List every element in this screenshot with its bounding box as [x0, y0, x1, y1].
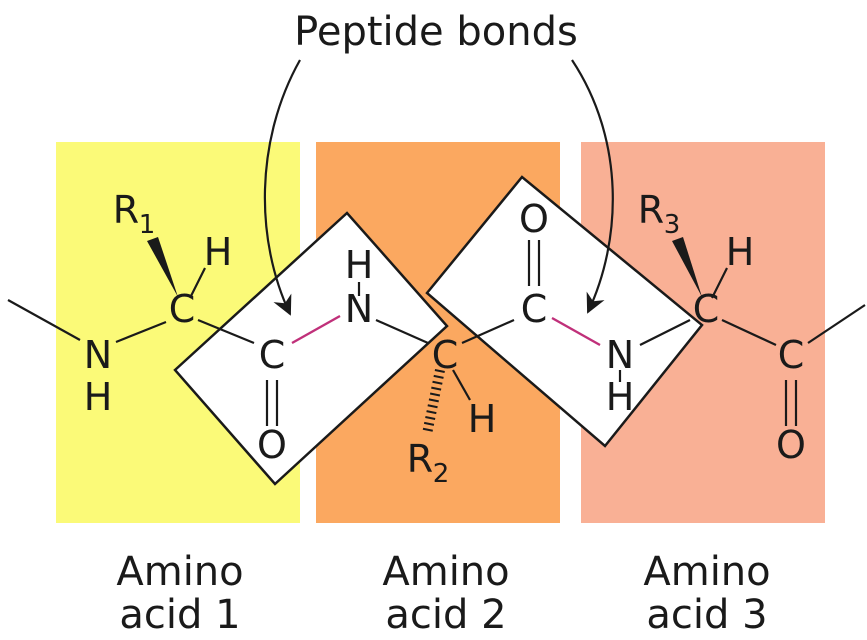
atom-r1: R: [113, 188, 139, 232]
atom-n3: N: [606, 333, 634, 377]
bond-ca3-h: [711, 267, 728, 299]
caption-amino-acid-3-line2: acid 3: [646, 592, 767, 638]
bond-n1-ca1: [115, 320, 167, 344]
diagram-title: Peptide bonds: [294, 9, 578, 55]
atom-c2-o: O: [519, 197, 549, 241]
caption-amino-acid-2-line2: acid 2: [385, 592, 506, 638]
arrow-to-peptide-bond-1: [263, 59, 301, 316]
atom-r2: R: [407, 437, 433, 481]
caption-amino-acid-3-line1: Amino: [643, 549, 770, 595]
atom-ca2-h: H: [468, 397, 497, 441]
atom-c3: C: [778, 333, 805, 377]
bond-ca2-c2: [461, 318, 515, 345]
bond-ca2-h: [452, 369, 471, 401]
atom-n2: N: [345, 287, 373, 331]
caption-amino-acid-1-line2: acid 1: [119, 592, 240, 638]
atom-c1-o: O: [257, 423, 287, 467]
bond-ca3-c3: [721, 319, 777, 346]
atom-n2-h: H: [345, 243, 374, 287]
atom-c1: C: [259, 333, 286, 377]
peptide-bond-2: [551, 316, 601, 347]
atom-ca2: C: [432, 333, 459, 377]
atom-n1: N: [84, 333, 112, 377]
atom-n1-h: H: [84, 375, 113, 419]
peptide-plane-2: [425, 175, 704, 448]
atom-ca1: C: [169, 287, 196, 331]
atom-r2-subscript: 2: [433, 459, 450, 489]
arrow-to-peptide-bond-2: [571, 59, 614, 314]
bond-n2-ca2: [375, 318, 429, 345]
hashed-bond-r2: [422, 369, 445, 435]
atom-c2: C: [521, 287, 548, 331]
atom-ca3: C: [693, 287, 720, 331]
bond-n3-ca3: [639, 319, 691, 346]
bond-left-terminus: [7, 299, 81, 341]
peptide-bond-1: [291, 314, 341, 345]
bond-ca1-c1: [197, 318, 255, 345]
atom-r1-subscript: 1: [139, 210, 156, 240]
atom-n3-h: H: [606, 375, 635, 419]
atom-c3-o: O: [776, 423, 806, 467]
atom-r3-subscript: 3: [664, 210, 681, 240]
atom-ca3-h: H: [726, 230, 755, 274]
caption-amino-acid-1-line1: Amino: [116, 549, 243, 595]
wedge-bond-r1: [147, 237, 178, 297]
caption-amino-acid-2-line1: Amino: [382, 549, 509, 595]
bond-ca1-h: [189, 267, 206, 299]
peptide-plane-1: [173, 211, 449, 486]
bond-right-terminus: [807, 304, 866, 344]
wedge-bond-r3: [672, 237, 702, 297]
atom-r3: R: [638, 188, 664, 232]
atom-ca1-h: H: [204, 230, 233, 274]
